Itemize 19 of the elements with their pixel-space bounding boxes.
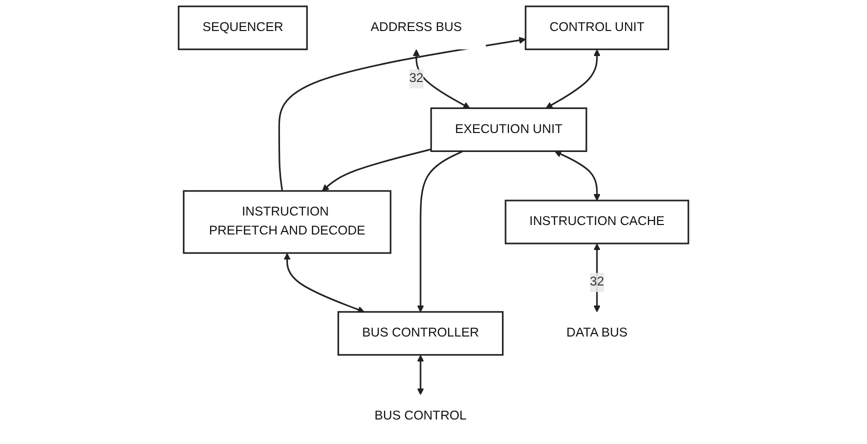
node-box: INSTRUCTION CACHE xyxy=(504,200,690,244)
arrow xyxy=(417,150,464,312)
arrow xyxy=(284,253,365,313)
arrow xyxy=(554,150,600,201)
edge-label: 32 xyxy=(590,275,604,289)
node-box: CONTROL UNIT xyxy=(524,6,670,50)
arrow xyxy=(412,49,470,109)
node-box: INSTRUCTION PREFETCH AND DECODE xyxy=(182,190,392,254)
node-box: SEQUENCER xyxy=(178,6,308,50)
arrow xyxy=(546,49,600,109)
edge-label: 32 xyxy=(409,72,424,86)
node-box: BUS CONTROLLER xyxy=(338,311,504,356)
arrow xyxy=(417,354,424,395)
node-box: EXECUTION UNIT xyxy=(430,107,588,152)
arrow xyxy=(278,36,526,192)
node-text: BUS CONTROL xyxy=(374,408,467,423)
arrow xyxy=(322,148,432,192)
arrow xyxy=(593,243,600,312)
node-text: DATA BUS xyxy=(566,326,628,340)
